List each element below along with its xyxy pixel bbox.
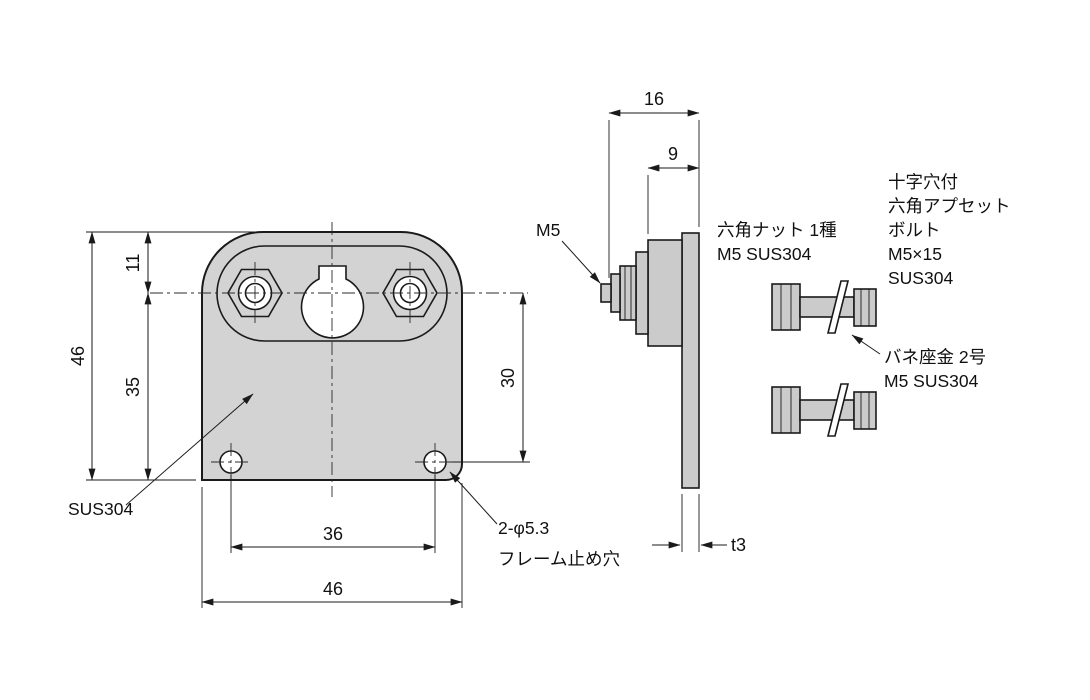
spring-washer bbox=[826, 280, 850, 334]
side-washer bbox=[610, 273, 621, 313]
bolt-callout-line3: ボルト bbox=[888, 220, 941, 240]
dimension-lines bbox=[88, 231, 527, 606]
centerlines bbox=[150, 222, 528, 497]
bolt-callout-line5: SUS304 bbox=[888, 268, 953, 288]
spring-washer bbox=[826, 383, 850, 437]
front-view: 46 11 35 30 36 46 SUS304 2-φ5.3 フレーム止め穴 bbox=[68, 222, 620, 608]
dim-top-offset-label: 11 bbox=[123, 254, 143, 273]
side-boss bbox=[647, 239, 683, 347]
dim-height-label: 46 bbox=[68, 346, 88, 366]
side-flange bbox=[635, 251, 649, 335]
keyhole-cutout bbox=[300, 265, 365, 339]
material-label: SUS304 bbox=[68, 499, 133, 519]
washer-callout-line1: バネ座金 2号 bbox=[884, 347, 986, 367]
side-plate bbox=[681, 232, 700, 489]
bolt-callout-line1: 十字穴付 bbox=[888, 172, 958, 192]
dim-depth-label: 16 bbox=[644, 89, 664, 109]
hole-note-qty-label: 2-φ5.3 bbox=[498, 518, 549, 538]
thread-leader bbox=[561, 240, 601, 284]
dim-thickness-label: t3 bbox=[731, 535, 746, 555]
bolt-shaft bbox=[799, 296, 855, 318]
dim-hole-pitch-label: 36 bbox=[323, 524, 343, 544]
hole-note-leader bbox=[449, 471, 498, 525]
bolt-shaft bbox=[799, 399, 855, 421]
hex-nut-side bbox=[771, 283, 801, 331]
bolt-callout-line2: 六角アプセット bbox=[888, 196, 1011, 216]
side-dimension-lines bbox=[608, 109, 727, 549]
dim-lower-label: 35 bbox=[123, 377, 143, 397]
fastener-assembly-bottom bbox=[771, 383, 877, 437]
dim-width-label: 46 bbox=[323, 579, 343, 599]
hex-nut-side bbox=[771, 386, 801, 434]
nut-callout-line1: 六角ナット 1種 bbox=[717, 220, 837, 240]
material-leader bbox=[125, 393, 254, 506]
fastener-assembly-top bbox=[771, 280, 877, 334]
side-view: 16 9 t3 M5 bbox=[536, 89, 746, 555]
washer-leader bbox=[851, 334, 881, 355]
washer-callout-line2: M5 SUS304 bbox=[884, 371, 979, 391]
dim-right-label: 30 bbox=[498, 368, 518, 388]
hole-note-name-label: フレーム止め穴 bbox=[498, 549, 620, 569]
extension-lines bbox=[86, 231, 530, 608]
bolt-callout-line4: M5×15 bbox=[888, 244, 942, 264]
dim-boss-label: 9 bbox=[668, 144, 678, 164]
part-callouts: 六角ナット 1種 M5 SUS304 十字穴付 六角アプセット ボルト M5×1… bbox=[717, 172, 1011, 391]
side-extension-lines bbox=[608, 120, 700, 552]
bolt-head bbox=[853, 288, 877, 327]
bolt-head bbox=[853, 391, 877, 430]
side-bolt-tip bbox=[600, 283, 612, 303]
thread-label: M5 bbox=[536, 220, 560, 240]
side-bolt-head bbox=[619, 265, 637, 321]
nut-callout-line2: M5 SUS304 bbox=[717, 244, 812, 264]
